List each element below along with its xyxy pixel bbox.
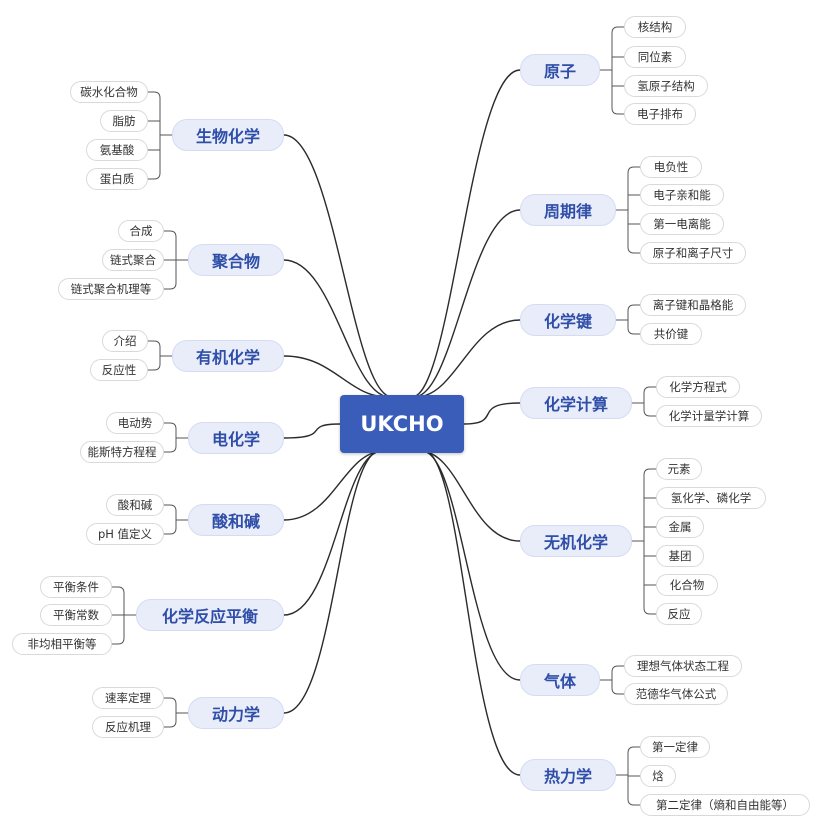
bracket-left-6-hook-1 bbox=[164, 720, 177, 728]
branch-right-3[interactable]: 化学计算 bbox=[520, 387, 632, 419]
leaf-right-1-3[interactable]: 原子和离子尺寸 bbox=[640, 242, 746, 264]
bracket-right-4-hook-5 bbox=[643, 607, 656, 615]
leaf-right-4-0[interactable]: 元素 bbox=[656, 458, 702, 480]
branch-left-0[interactable]: 生物化学 bbox=[172, 119, 284, 151]
leaf-left-3-1[interactable]: 能斯特方程程 bbox=[80, 441, 164, 463]
leaf-left-3-0[interactable]: 电动势 bbox=[106, 412, 164, 434]
leaf-right-6-0[interactable]: 第一定律 bbox=[640, 736, 710, 758]
bracket-left-3-hook-0 bbox=[164, 422, 177, 430]
branch-left-2[interactable]: 有机化学 bbox=[172, 340, 284, 372]
leaf-left-4-1[interactable]: pH 值定义 bbox=[86, 523, 164, 545]
bracket-right-5-hook-1 bbox=[611, 687, 624, 695]
branch-link-left-5 bbox=[283, 450, 383, 616]
leaf-right-3-0[interactable]: 化学方程式 bbox=[656, 376, 740, 398]
leaf-left-2-0[interactable]: 介绍 bbox=[102, 330, 148, 352]
bracket-right-3-hook-0 bbox=[643, 386, 656, 394]
leaf-left-0-1[interactable]: 脂肪 bbox=[100, 110, 148, 132]
bracket-left-5-hook-2 bbox=[112, 637, 125, 645]
leaf-right-1-1[interactable]: 电子亲和能 bbox=[640, 184, 724, 206]
leaf-right-4-4[interactable]: 化合物 bbox=[656, 574, 718, 596]
branch-right-0[interactable]: 原子 bbox=[520, 54, 600, 86]
leaf-right-0-0[interactable]: 核结构 bbox=[624, 16, 686, 38]
branch-link-right-5 bbox=[421, 450, 521, 681]
branch-link-right-2 bbox=[415, 319, 521, 398]
leaf-right-5-1[interactable]: 范德华气体公式 bbox=[624, 683, 728, 705]
bracket-right-0-hook-0 bbox=[611, 26, 624, 34]
leaf-left-0-2[interactable]: 氨基酸 bbox=[86, 139, 148, 161]
leaf-right-1-0[interactable]: 电负性 bbox=[640, 156, 702, 178]
branch-link-right-1 bbox=[413, 209, 521, 398]
bracket-left-5-hook-0 bbox=[112, 586, 125, 594]
leaf-right-3-1[interactable]: 化学计量学计算 bbox=[656, 405, 762, 427]
bracket-left-2-hook-1 bbox=[148, 363, 161, 371]
bracket-right-6-hook-0 bbox=[627, 746, 640, 754]
bracket-left-4-hook-1 bbox=[164, 527, 177, 535]
leaf-left-6-1[interactable]: 反应机理 bbox=[92, 716, 164, 738]
branch-left-4[interactable]: 酸和碱 bbox=[188, 504, 284, 536]
bracket-left-2-hook-0 bbox=[148, 340, 161, 348]
leaf-right-4-2[interactable]: 金属 bbox=[656, 516, 704, 538]
bracket-left-4-hook-0 bbox=[164, 504, 177, 512]
branch-right-1[interactable]: 周期律 bbox=[520, 194, 616, 226]
branch-left-3[interactable]: 电化学 bbox=[188, 422, 284, 454]
leaf-right-4-1[interactable]: 氢化学、磷化学 bbox=[656, 487, 766, 509]
leaf-left-4-0[interactable]: 酸和碱 bbox=[106, 494, 164, 516]
branch-left-5[interactable]: 化学反应平衡 bbox=[136, 599, 284, 631]
branch-link-left-4 bbox=[283, 450, 385, 521]
bracket-right-4-hook-0 bbox=[643, 468, 656, 476]
leaf-right-0-2[interactable]: 氢原子结构 bbox=[624, 75, 708, 97]
leaf-left-0-3[interactable]: 蛋白质 bbox=[86, 168, 148, 190]
leaf-left-2-1[interactable]: 反应性 bbox=[90, 359, 148, 381]
bracket-right-2-hook-1 bbox=[627, 327, 640, 335]
branch-link-left-0 bbox=[283, 134, 393, 398]
root-node[interactable]: UKCHO bbox=[340, 395, 464, 453]
branch-right-5[interactable]: 气体 bbox=[520, 664, 600, 696]
branch-right-4[interactable]: 无机化学 bbox=[520, 525, 632, 557]
leaf-right-4-5[interactable]: 反应 bbox=[656, 603, 702, 625]
leaf-left-1-1[interactable]: 链式聚合 bbox=[102, 249, 164, 271]
leaf-right-0-3[interactable]: 电子排布 bbox=[624, 103, 696, 125]
leaf-left-1-2[interactable]: 链式聚合机理等 bbox=[58, 278, 164, 300]
leaf-left-1-0[interactable]: 合成 bbox=[118, 220, 164, 242]
bracket-left-6-hook-0 bbox=[164, 697, 177, 705]
leaf-right-6-2[interactable]: 第二定律（熵和自由能等） bbox=[640, 794, 810, 816]
branch-link-right-0 bbox=[411, 69, 521, 398]
bracket-right-0-hook-3 bbox=[611, 107, 624, 115]
branch-link-left-6 bbox=[283, 450, 381, 714]
bracket-right-6-hook-2 bbox=[627, 798, 640, 806]
leaf-right-6-1[interactable]: 焓 bbox=[640, 765, 676, 787]
leaf-right-2-1[interactable]: 共价键 bbox=[640, 323, 702, 345]
branch-left-6[interactable]: 动力学 bbox=[188, 697, 284, 729]
bracket-left-1-hook-0 bbox=[164, 230, 177, 238]
leaf-left-5-2[interactable]: 非均相平衡等 bbox=[12, 633, 112, 655]
leaf-right-4-3[interactable]: 基团 bbox=[656, 545, 704, 567]
branch-link-left-1 bbox=[283, 259, 391, 398]
leaf-left-6-0[interactable]: 速率定理 bbox=[92, 687, 164, 709]
leaf-left-0-0[interactable]: 碳水化合物 bbox=[70, 81, 148, 103]
leaf-right-1-2[interactable]: 第一电离能 bbox=[640, 213, 724, 235]
leaf-right-5-0[interactable]: 理想气体状态工程 bbox=[624, 655, 742, 677]
bracket-right-2-hook-0 bbox=[627, 304, 640, 312]
branch-link-right-6 bbox=[423, 450, 521, 776]
bracket-right-1-hook-0 bbox=[627, 166, 640, 174]
leaf-left-5-1[interactable]: 平衡常数 bbox=[40, 604, 112, 626]
bracket-left-0-hook-0 bbox=[148, 91, 161, 99]
branch-right-6[interactable]: 热力学 bbox=[520, 759, 616, 791]
branch-link-right-4 bbox=[419, 450, 521, 542]
bracket-right-1-hook-3 bbox=[627, 246, 640, 254]
leaf-left-5-0[interactable]: 平衡条件 bbox=[40, 576, 112, 598]
branch-link-right-3 bbox=[463, 402, 521, 425]
leaf-right-0-1[interactable]: 同位素 bbox=[624, 46, 686, 68]
bracket-left-1-hook-2 bbox=[164, 282, 177, 290]
branch-link-left-3 bbox=[283, 423, 341, 439]
bracket-right-3-hook-1 bbox=[643, 409, 656, 417]
branch-right-2[interactable]: 化学键 bbox=[520, 304, 616, 336]
bracket-left-0-hook-3 bbox=[148, 172, 161, 180]
leaf-right-2-0[interactable]: 离子键和晶格能 bbox=[640, 294, 746, 316]
branch-left-1[interactable]: 聚合物 bbox=[188, 244, 284, 276]
bracket-right-5-hook-0 bbox=[611, 665, 624, 673]
bracket-left-3-hook-1 bbox=[164, 445, 177, 453]
